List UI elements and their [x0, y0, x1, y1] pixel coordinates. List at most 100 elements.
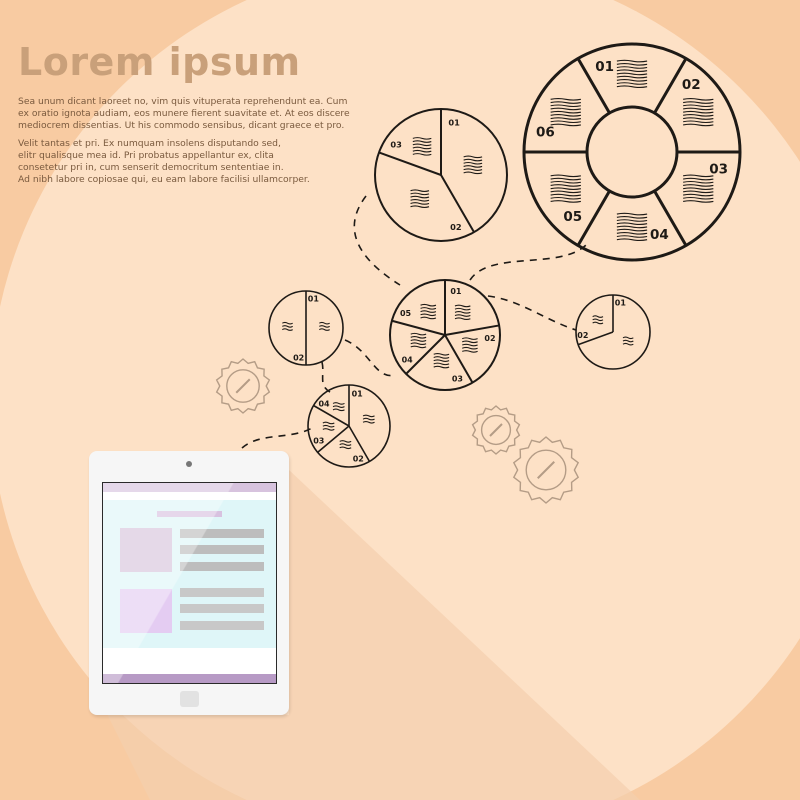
scribble-text — [463, 171, 483, 175]
scribble-text — [420, 316, 437, 320]
pie-divider — [577, 331, 614, 346]
dashed-connectors — [241, 195, 587, 449]
scribble-text — [550, 196, 581, 200]
pie-divider — [348, 425, 371, 462]
pie-divider — [317, 425, 350, 453]
pie-divider — [576, 190, 611, 247]
scribble-text — [410, 189, 430, 192]
connector — [469, 244, 587, 281]
scribble-text — [616, 235, 648, 238]
pie-divider — [444, 334, 474, 384]
scribble-text — [410, 205, 430, 208]
scribble-text — [463, 165, 483, 168]
scribble-text — [550, 180, 581, 184]
scribble-text — [550, 117, 581, 120]
pie-divider — [391, 319, 446, 336]
segment-label: 02 — [577, 331, 588, 340]
scribble-text — [433, 352, 450, 356]
connector — [321, 361, 331, 393]
scribble-text — [616, 59, 648, 63]
scribble-text — [463, 161, 483, 165]
scribble-text — [339, 440, 352, 443]
segment-label: 02 — [293, 353, 304, 362]
text-placeholder — [180, 545, 264, 554]
scribble-text — [683, 196, 714, 200]
segment-label: 04 — [318, 400, 330, 409]
scribble-text — [683, 101, 714, 104]
scribble-text — [410, 332, 427, 336]
scribble-text — [454, 304, 471, 308]
connector — [353, 195, 401, 286]
scribble-text — [550, 187, 581, 190]
scribble-text — [683, 104, 714, 108]
segment-label: 01 — [308, 295, 320, 304]
scribble-text — [592, 315, 604, 318]
scribble-text — [412, 149, 432, 153]
segment-label: 03 — [452, 374, 463, 383]
segment-label: 01 — [448, 117, 460, 127]
scribble-text — [592, 318, 604, 322]
gear-icon — [512, 436, 580, 504]
text-line: Sea unum dicant laoreet no, vim quis vit… — [18, 96, 348, 107]
segment-label: 03 — [709, 161, 728, 177]
pie-divider — [405, 334, 446, 375]
scribble-text — [550, 98, 581, 101]
segment-label: 01 — [595, 59, 614, 75]
scribble-text — [550, 110, 581, 114]
connector — [241, 427, 313, 449]
home-button[interactable] — [180, 691, 199, 707]
pie-divider — [378, 151, 442, 176]
scribble-text — [433, 359, 450, 362]
text-placeholder — [180, 604, 264, 613]
scribble-text — [616, 219, 648, 222]
scribble-text — [282, 328, 293, 331]
scribble-text — [550, 200, 581, 203]
segment-label: 02 — [353, 454, 364, 463]
screen-heading-bar — [157, 511, 222, 517]
scribble-text — [616, 216, 648, 219]
scribble-text — [420, 310, 437, 313]
screen-spacer — [103, 492, 276, 500]
camera-icon — [186, 461, 192, 467]
scribble-text — [332, 408, 345, 412]
scribble-text — [420, 313, 437, 317]
scribble-text — [463, 158, 483, 162]
ring-center — [585, 105, 679, 199]
scribble-text — [683, 177, 714, 181]
scribble-text — [412, 153, 432, 156]
scribble-text — [683, 117, 714, 120]
scribble-text — [683, 114, 714, 117]
scribble-text — [410, 192, 430, 196]
scribble-text — [322, 428, 335, 431]
tablet-screen — [102, 482, 277, 684]
connector — [487, 295, 577, 331]
scribble-text — [616, 63, 648, 66]
scribble-text — [462, 340, 478, 344]
pie-divider — [653, 57, 688, 114]
scribble-text — [454, 317, 471, 321]
text-line: elitr qualisque mea id. Pri probatus app… — [18, 150, 274, 161]
scribble-text — [616, 238, 648, 241]
text-placeholder — [180, 588, 264, 597]
scribble-text — [319, 328, 330, 331]
scribble-text — [683, 174, 714, 178]
pie-two-left-diagram: 01 02 — [268, 290, 344, 366]
scribble-text — [462, 343, 478, 347]
scribble-text — [622, 339, 634, 343]
scribble-text — [550, 184, 581, 187]
scribble-text — [550, 123, 581, 127]
scribble-text — [616, 85, 648, 88]
scribble-text — [683, 120, 714, 124]
scribble-text — [616, 228, 648, 232]
text-placeholder — [180, 621, 264, 630]
segment-label: 02 — [450, 222, 462, 232]
scribble-text — [683, 184, 714, 187]
scribble-text — [683, 200, 714, 203]
image-placeholder — [120, 589, 172, 633]
scribble-text — [319, 325, 330, 328]
screen-footer — [103, 648, 276, 674]
